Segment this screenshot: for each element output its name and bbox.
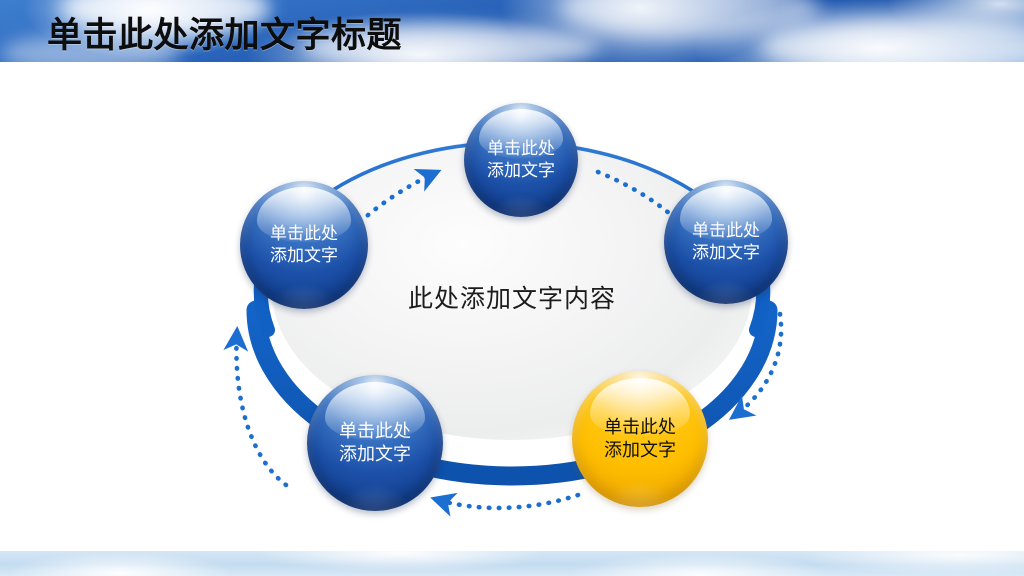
footer-sky-band: [0, 551, 1024, 576]
slide-title: 单击此处添加文字标题: [47, 16, 403, 55]
ring-lower-arc: [246, 300, 778, 486]
node-label-line2: 添加文字: [487, 161, 555, 180]
arrow-right-to-gold[interactable]: [728, 311, 784, 420]
header-sky-band: [0, 0, 1024, 62]
diagram-stage: 单击此处 添加文字 单击此处 添加文字 单击此处 添加文字 单击此处: [0, 62, 1024, 551]
cloud-wisp: [0, 34, 180, 62]
flow-arrow-group: [223, 169, 784, 517]
node-label-line2: 添加文字: [604, 440, 676, 460]
node-label-line1: 单击此处: [339, 420, 411, 441]
node-label-line1: 单击此处: [270, 224, 338, 244]
cycle-node-top[interactable]: 单击此处 添加文字: [464, 103, 578, 226]
node-label-line1: 单击此处: [487, 139, 555, 159]
cycle-node-bottom-left-label: 单击此处 添加文字: [339, 420, 411, 466]
node-label-line1: 单击此处: [604, 416, 676, 437]
cloud-wisp: [560, 0, 820, 38]
node-label-line2: 添加文字: [692, 243, 760, 262]
arrow-gold-to-bottom[interactable]: [430, 492, 581, 517]
cycle-node-highlighted[interactable]: 单击此处 添加文字: [572, 371, 708, 516]
cycle-node-highlighted-label: 单击此处 添加文字: [604, 416, 676, 462]
cloud-wisp: [300, 26, 600, 62]
cycle-node-top-label: 单击此处 添加文字: [487, 138, 555, 182]
cycle-node-left-label: 单击此处 添加文字: [270, 223, 338, 267]
center-content-text: 此处添加文字内容: [407, 285, 616, 313]
cloud-wisp: [760, 20, 1024, 62]
node-label-line2: 添加文字: [270, 246, 338, 265]
cycle-node-right-label: 单击此处 添加文字: [692, 220, 760, 264]
node-label-line2: 添加文字: [339, 444, 411, 464]
cycle-node-bottom-left[interactable]: 单击此处 添加文字: [307, 375, 443, 520]
node-label-line1: 单击此处: [692, 221, 760, 241]
